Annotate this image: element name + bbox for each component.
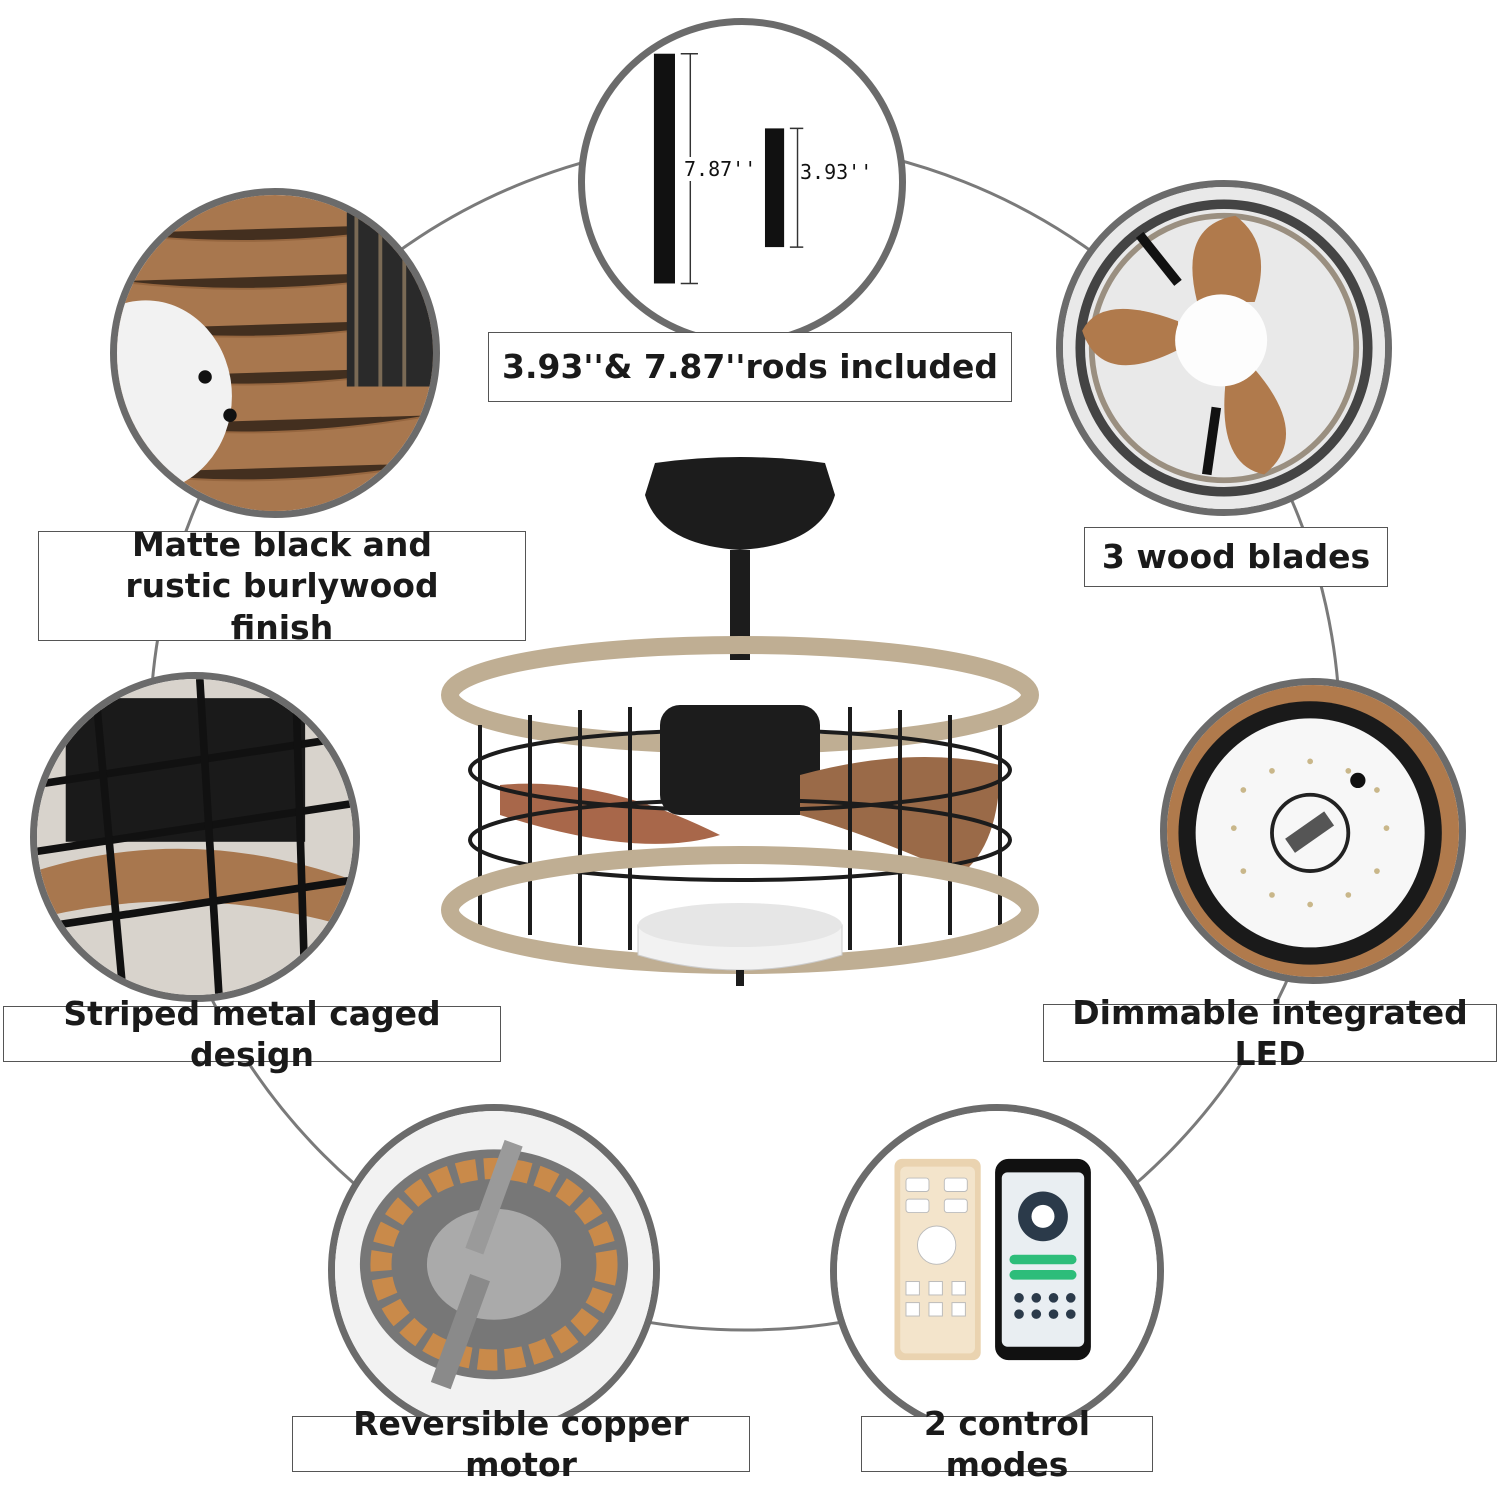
short-rod-length: 3.93'' [800, 160, 873, 184]
motor-bubble [328, 1104, 660, 1436]
motor-label: Reversible copper motor [292, 1404, 750, 1484]
led-bubble [1160, 678, 1466, 984]
ceiling-fan-product-image [441, 457, 1039, 986]
led-panel-icon [1167, 685, 1459, 977]
long-rod-length: 7.87'' [684, 157, 757, 181]
finish-bubble [110, 188, 440, 518]
cage-bubble [30, 672, 360, 1002]
three-blades-icon [1063, 187, 1385, 509]
wood-blade-closeup-icon [117, 195, 433, 511]
downrod-icon [653, 53, 804, 285]
remote-and-app-icon [837, 1111, 1157, 1431]
rods-label: 3.93''& 7.87''rods included [488, 332, 1012, 402]
control-bubble [830, 1104, 1164, 1438]
led-label: Dimmable integrated LED [1043, 993, 1497, 1073]
cage-label: Striped metal caged design [3, 994, 501, 1074]
blades-label: 3 wood blades [1084, 527, 1388, 587]
finish-label: Matte black and rustic burlywood finish [38, 525, 526, 647]
blades-bubble [1056, 180, 1392, 516]
control-label: 2 control modes [861, 1404, 1153, 1484]
copper-motor-icon [335, 1111, 653, 1429]
metal-cage-icon [37, 679, 353, 995]
